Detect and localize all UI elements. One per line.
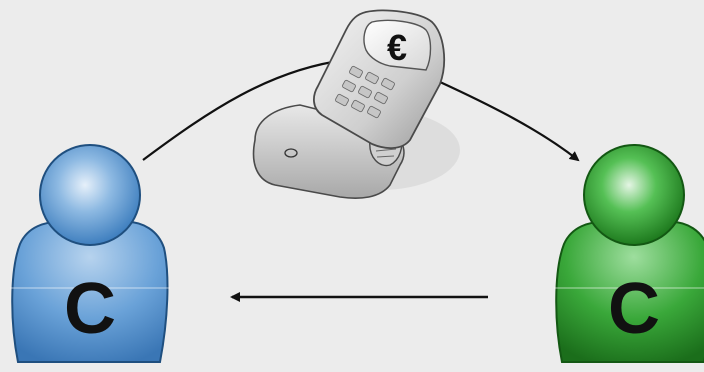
left-person-icon: C bbox=[10, 145, 170, 362]
left-person-label: C bbox=[64, 269, 116, 349]
phone-euro-label: € bbox=[387, 27, 407, 68]
right-person-icon: C bbox=[554, 145, 704, 362]
right-person-label: C bbox=[608, 269, 660, 349]
edge-phone-to-right-arrow bbox=[440, 82, 578, 160]
mobile-phone-icon: € bbox=[254, 10, 460, 198]
